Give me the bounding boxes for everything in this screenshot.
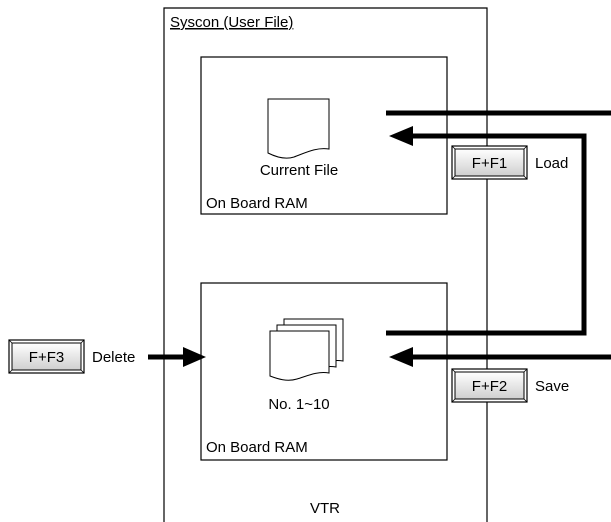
delete-key-button[interactable]: F+F3 [8, 339, 85, 374]
load-key-label: F+F1 [472, 155, 507, 172]
current-file-icon [267, 98, 330, 159]
load-action-label: Load [535, 155, 568, 172]
lower-ram-label: On Board RAM [206, 439, 308, 456]
save-key-button[interactable]: F+F2 [451, 368, 528, 403]
delete-key-label: F+F3 [29, 349, 64, 366]
save-arrowhead [389, 347, 413, 367]
stored-files-label: No. 1~10 [268, 396, 329, 413]
delete-arrowhead [183, 347, 206, 367]
syscon-title: Syscon (User File) [170, 14, 293, 31]
load-arrowhead [389, 126, 413, 146]
current-file-label: Current File [260, 162, 338, 179]
save-action-label: Save [535, 378, 569, 395]
flow-lines [148, 110, 611, 360]
upper-ram-label: On Board RAM [206, 195, 308, 212]
save-key-label: F+F2 [472, 378, 507, 395]
syscon-frame [163, 7, 488, 522]
load-key-button[interactable]: F+F1 [451, 145, 528, 180]
vtr-label: VTR [310, 500, 340, 517]
stacked-files-icon [269, 318, 344, 381]
delete-action-label: Delete [92, 349, 135, 366]
